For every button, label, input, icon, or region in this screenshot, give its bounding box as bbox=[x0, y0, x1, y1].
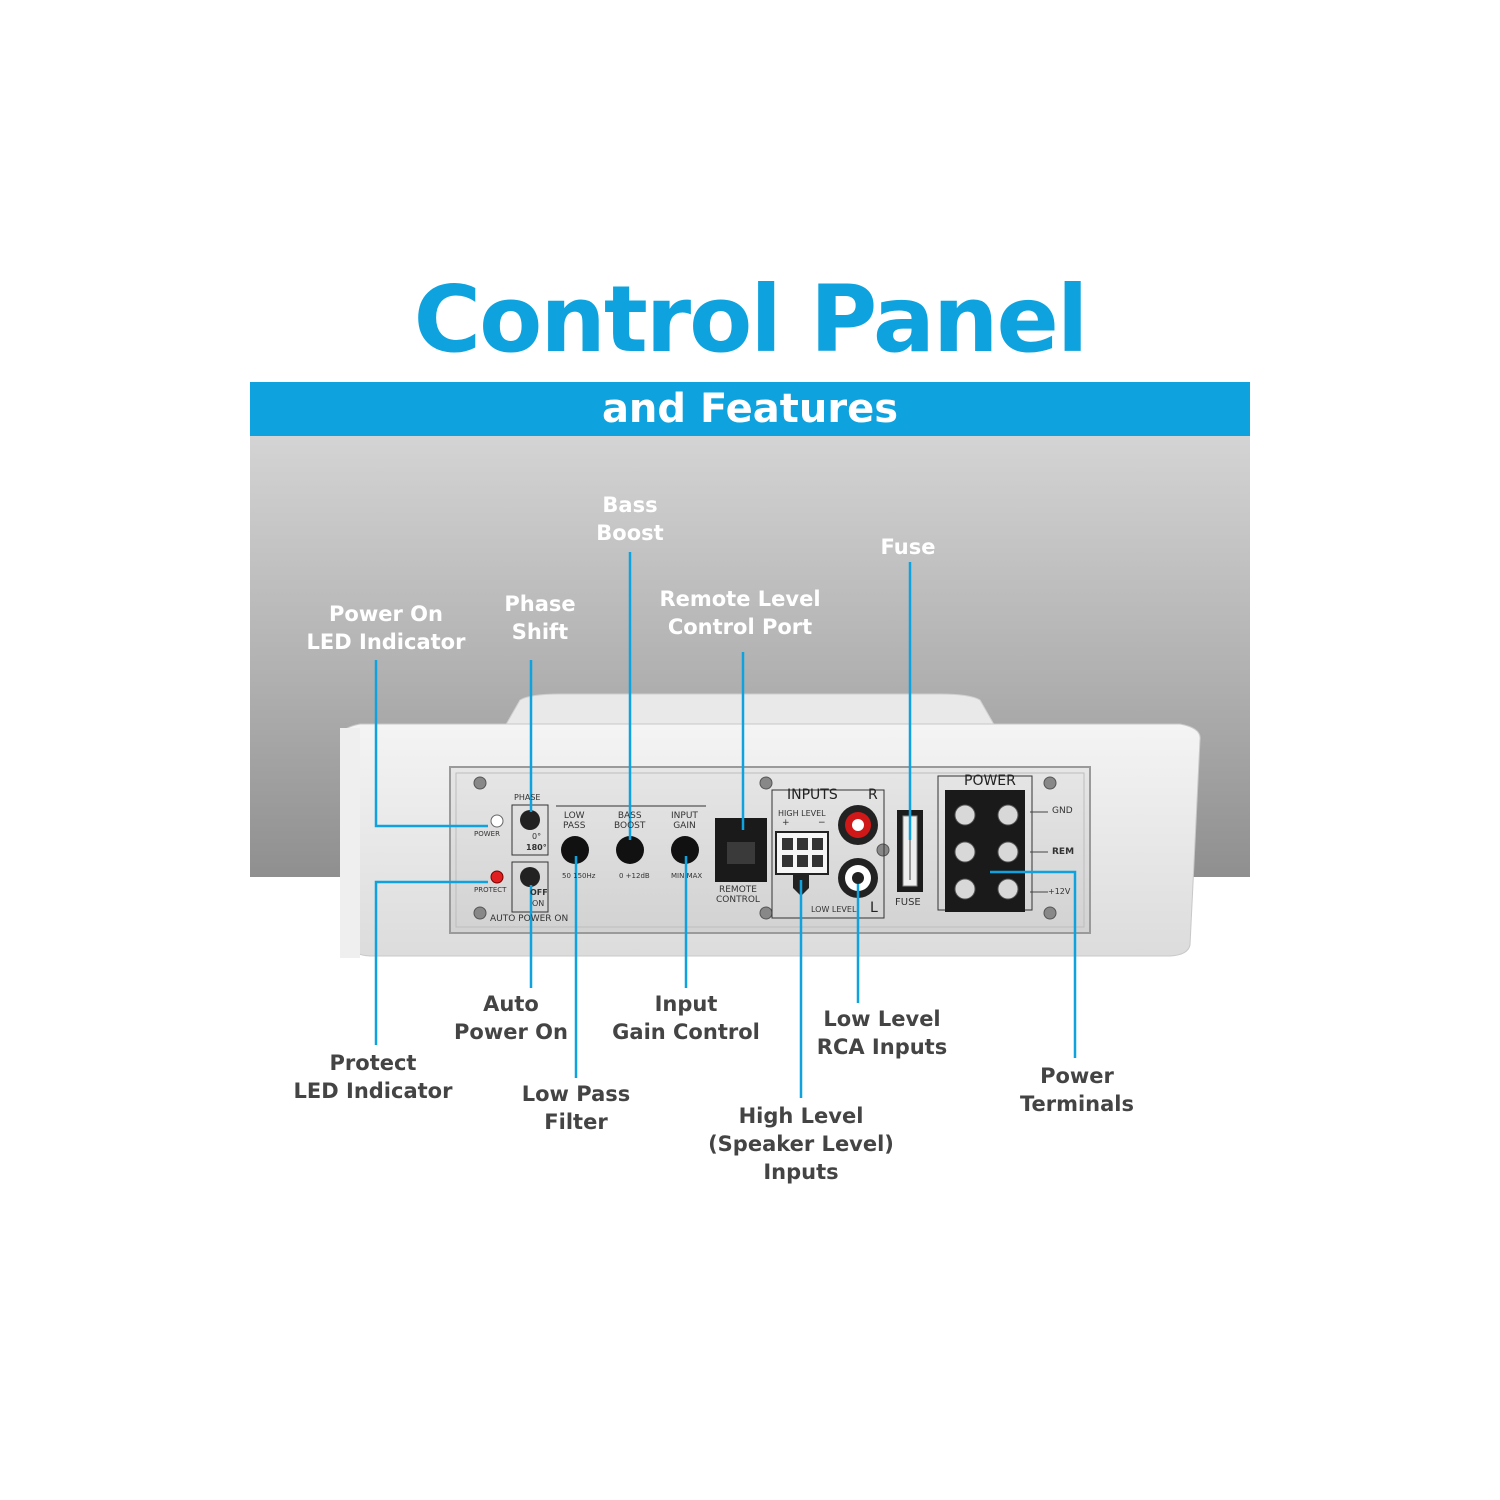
panel-fuse: FUSE bbox=[895, 897, 921, 908]
panel-plus: + bbox=[782, 818, 790, 828]
label-protect-led: Protect LED Indicator bbox=[293, 1051, 453, 1103]
label-low-pass: Low Pass Filter bbox=[521, 1082, 631, 1134]
protect-led bbox=[490, 870, 504, 884]
label-input-gain: Input Gain Control bbox=[612, 992, 760, 1044]
screw bbox=[759, 776, 773, 790]
panel-low-pass-range: 50 150Hz bbox=[562, 872, 596, 880]
screw bbox=[876, 843, 890, 857]
panel-protect-label: PROTECT bbox=[474, 886, 507, 894]
panel-remote-control: REMOTE CONTROL bbox=[716, 885, 760, 905]
callout-line-power-led bbox=[374, 660, 488, 828]
low-pass-knob bbox=[561, 836, 589, 864]
inputs-frame bbox=[771, 789, 885, 919]
panel-auto-power-on: AUTO POWER ON bbox=[490, 914, 569, 924]
label-auto-power: Auto Power On bbox=[454, 992, 568, 1044]
panel-power-label: POWER bbox=[474, 830, 500, 838]
label-low-level: Low Level RCA Inputs bbox=[816, 1007, 948, 1059]
panel-phase-180: 180° bbox=[526, 843, 547, 852]
subtitle-band bbox=[250, 382, 1250, 436]
label-phase-shift: Phase Shift bbox=[504, 592, 576, 644]
panel-off: OFF bbox=[530, 888, 548, 897]
panel-bass-boost: BASS BOOST bbox=[614, 811, 646, 831]
auto-power-switch bbox=[520, 867, 540, 887]
panel-high-level: HIGH LEVEL bbox=[778, 809, 826, 818]
panel-low-level: LOW LEVEL bbox=[811, 905, 857, 914]
label-remote-port: Remote Level Control Port bbox=[659, 587, 821, 639]
power-led bbox=[490, 814, 504, 828]
label-bass-boost: Bass Boost bbox=[596, 493, 664, 545]
panel-rem: REM bbox=[1052, 847, 1075, 857]
callout-line-power-terminals bbox=[990, 870, 1077, 1058]
label-high-level: High Level (Speaker Level) Inputs bbox=[708, 1104, 894, 1184]
label-power-terminals: Power Terminals bbox=[1019, 1064, 1135, 1116]
panel-bass-boost-range: 0 +12dB bbox=[619, 872, 650, 880]
bass-boost-knob bbox=[616, 836, 644, 864]
panel-phase-label: PHASE bbox=[514, 793, 541, 802]
panel-power-block: POWER bbox=[964, 773, 1016, 789]
phase-switch bbox=[520, 810, 540, 830]
label-power-led: Power On LED Indicator bbox=[306, 602, 466, 654]
panel-low-pass: LOW PASS bbox=[563, 811, 586, 831]
panel-phase-0: 0° bbox=[532, 832, 542, 841]
panel-inputs: INPUTS bbox=[787, 787, 838, 803]
screw bbox=[1043, 906, 1057, 920]
input-gain-knob bbox=[671, 836, 699, 864]
label-fuse: Fuse bbox=[880, 535, 936, 559]
panel-minus: − bbox=[818, 818, 826, 828]
screw bbox=[1043, 776, 1057, 790]
panel-left: L bbox=[870, 900, 878, 916]
screw bbox=[473, 776, 487, 790]
panel-input-gain: INPUT GAIN bbox=[671, 811, 698, 831]
screw bbox=[759, 906, 773, 920]
panel-12v: +12V bbox=[1048, 887, 1071, 896]
page-title: Control Panel bbox=[413, 266, 1089, 373]
panel-gnd: GND bbox=[1052, 806, 1073, 816]
page-subtitle: and Features bbox=[601, 386, 899, 432]
panel-right: R bbox=[868, 787, 878, 803]
screw bbox=[473, 906, 487, 920]
callout-line-protect-led bbox=[374, 880, 488, 1045]
panel-on: ON bbox=[532, 899, 545, 908]
panel-input-gain-range: MIN MAX bbox=[671, 872, 703, 880]
